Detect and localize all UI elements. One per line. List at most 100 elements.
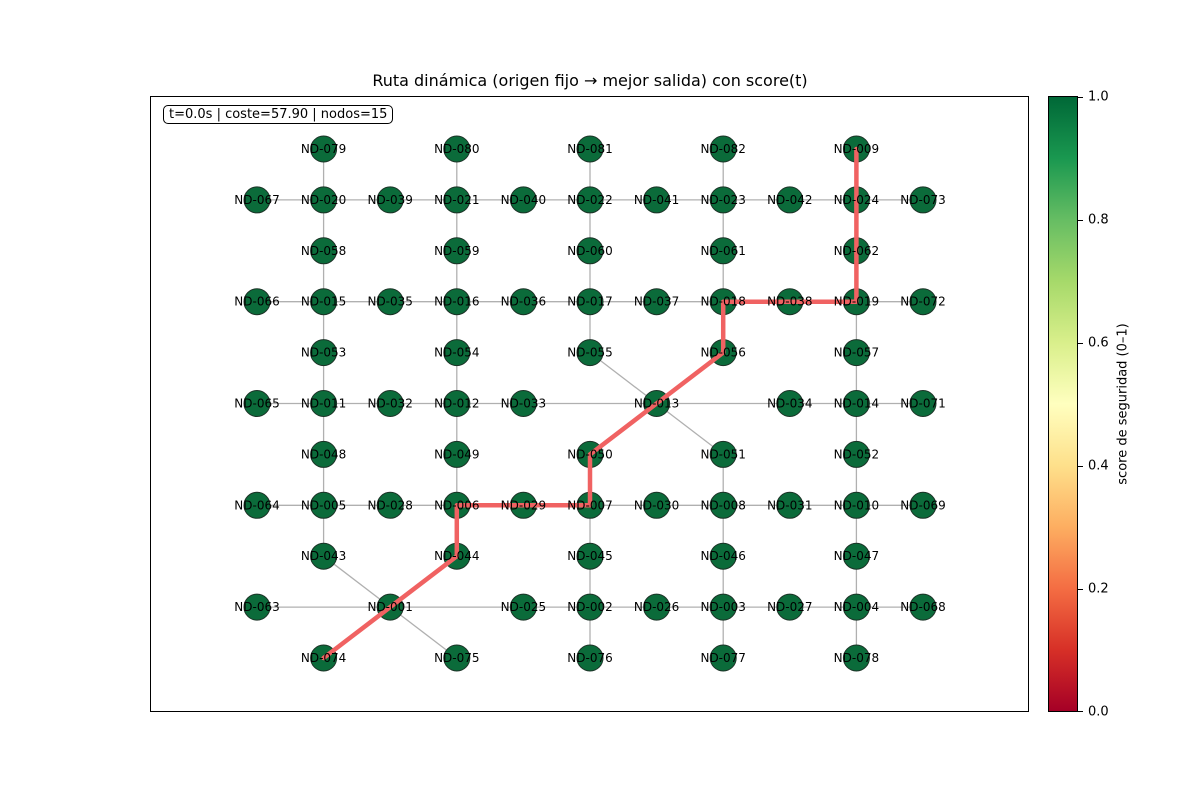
graph-node — [643, 491, 671, 519]
chart-title: Ruta dinámica (origen fijo → mejor salid… — [372, 71, 808, 90]
node-label: ND-037 — [634, 295, 679, 309]
graph-node — [443, 135, 471, 163]
edges-layer — [257, 149, 923, 659]
node-label: ND-081 — [567, 142, 612, 156]
graph-node — [576, 288, 604, 316]
node-label: ND-024 — [834, 193, 879, 207]
node-label: ND-057 — [834, 346, 879, 360]
graph-node — [909, 390, 937, 417]
graph-node — [643, 186, 671, 214]
node-label: ND-001 — [367, 600, 412, 614]
route-path — [321, 146, 859, 661]
node-label: ND-054 — [434, 346, 479, 360]
node-label: ND-005 — [301, 498, 346, 512]
colorbar — [1048, 96, 1078, 712]
graph-node — [909, 491, 937, 519]
node-label: ND-023 — [700, 193, 745, 207]
node-label: ND-013 — [634, 397, 679, 411]
graph-node — [509, 288, 537, 316]
node-label: ND-049 — [434, 447, 479, 461]
graph-node — [842, 644, 870, 672]
node-label: ND-061 — [700, 244, 745, 258]
graph-node — [576, 186, 604, 214]
node-label: ND-032 — [367, 397, 412, 411]
node-label: ND-006 — [434, 498, 479, 512]
node-label: ND-073 — [900, 193, 945, 207]
node-label: ND-015 — [301, 295, 346, 309]
graph-node — [443, 186, 471, 214]
graph-node — [842, 593, 870, 621]
colorbar-tick — [1078, 220, 1083, 221]
graph-node — [310, 339, 338, 367]
graph-node — [376, 491, 404, 519]
graph-node — [643, 288, 671, 316]
node-label: ND-034 — [767, 397, 812, 411]
node-label: ND-082 — [700, 142, 745, 156]
graph-node — [709, 440, 737, 468]
node-label: ND-060 — [567, 244, 612, 258]
graph-node — [842, 542, 870, 570]
colorbar-tick — [1078, 466, 1083, 467]
node-label: ND-033 — [501, 397, 546, 411]
graph-node — [709, 186, 737, 214]
node-label: ND-014 — [834, 397, 879, 411]
graph-node — [243, 491, 271, 519]
graph-node — [243, 288, 271, 316]
node-label: ND-066 — [234, 295, 279, 309]
node-label: ND-020 — [301, 193, 346, 207]
graph-node — [643, 593, 671, 621]
graph-node — [842, 390, 870, 417]
graph-node — [310, 288, 338, 316]
graph-node — [842, 440, 870, 468]
node-label: ND-028 — [367, 498, 412, 512]
node-label: ND-072 — [900, 295, 945, 309]
node-label: ND-058 — [301, 244, 346, 258]
graph-edge — [589, 352, 657, 405]
node-label: ND-046 — [700, 549, 745, 563]
node-label: ND-008 — [700, 498, 745, 512]
node-label: ND-075 — [434, 651, 479, 665]
colorbar-tick — [1078, 97, 1083, 98]
node-label: ND-031 — [767, 498, 812, 512]
graph-node — [310, 135, 338, 163]
node-label: ND-047 — [834, 549, 879, 563]
node-label: ND-035 — [367, 295, 412, 309]
node-label: ND-063 — [234, 600, 279, 614]
colorbar-tick — [1078, 711, 1083, 712]
node-label: ND-071 — [900, 397, 945, 411]
graph-node — [909, 288, 937, 316]
colorbar-tick-label: 0.2 — [1088, 581, 1109, 597]
node-label: ND-079 — [301, 142, 346, 156]
node-label: ND-017 — [567, 295, 612, 309]
node-label: ND-064 — [234, 498, 279, 512]
graph-node — [376, 390, 404, 417]
node-label: ND-004 — [834, 600, 879, 614]
node-label: ND-002 — [567, 600, 612, 614]
node-label: ND-050 — [567, 447, 612, 461]
graph-node — [842, 339, 870, 367]
graph-node — [509, 390, 537, 417]
node-label: ND-044 — [434, 549, 479, 563]
colorbar-tick-label: 1.0 — [1088, 89, 1109, 105]
colorbar-axis-label: score de seguridad (0–1) — [1115, 323, 1131, 485]
node-label: ND-055 — [567, 346, 612, 360]
node-label: ND-027 — [767, 600, 812, 614]
graph-node — [776, 491, 804, 519]
colorbar-tick — [1078, 589, 1083, 590]
graph-node — [576, 237, 604, 265]
node-label: ND-077 — [700, 651, 745, 665]
graph-edge — [656, 402, 724, 455]
node-label: ND-067 — [234, 193, 279, 207]
colorbar-tick-label: 0.8 — [1088, 212, 1109, 228]
node-label: ND-009 — [834, 142, 879, 156]
node-label: ND-062 — [834, 244, 879, 258]
node-label: ND-059 — [434, 244, 479, 258]
graph-node — [709, 644, 737, 672]
node-label: ND-018 — [700, 295, 745, 309]
node-label: ND-045 — [567, 549, 612, 563]
node-label: ND-068 — [900, 600, 945, 614]
node-label: ND-041 — [634, 193, 679, 207]
graph-node — [709, 491, 737, 519]
graph-node — [443, 644, 471, 672]
